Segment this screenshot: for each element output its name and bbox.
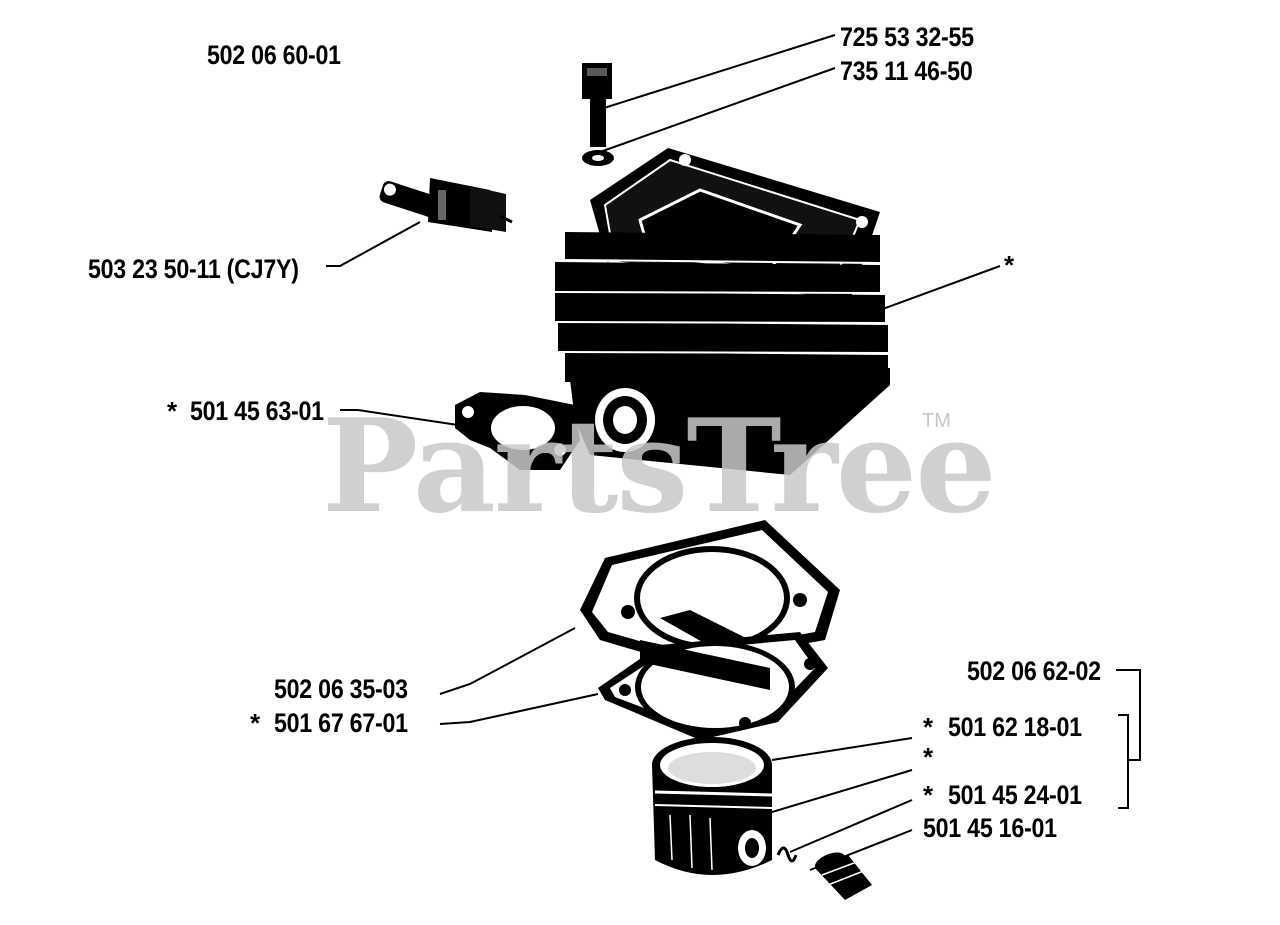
assembly-number-label: 502 06 60-01 — [207, 40, 341, 70]
spark-plug-part — [379, 178, 513, 232]
intake-gasket-part — [455, 392, 580, 470]
pin-retainer-asterisk: * — [923, 780, 934, 810]
watermark-trademark: TM — [922, 410, 951, 432]
cylinder-part — [554, 148, 890, 475]
piston-pin-part — [814, 852, 872, 900]
leader-lines — [326, 34, 1141, 871]
pin-retainer-part — [776, 846, 798, 863]
washer-part — [582, 150, 614, 166]
upper-gasket-part-number: 502 06 35-03 — [274, 674, 408, 704]
washer-part-number: 735 11 46-50 — [840, 56, 973, 86]
pin-retainer-part-number: 501 45 24-01 — [948, 780, 1082, 810]
piston-ring-asterisk: * — [923, 712, 934, 742]
lower-gasket-part-number: 501 67 67-01 — [274, 708, 408, 738]
piston-pin-part-number: 501 45 16-01 — [923, 813, 1057, 843]
intake-gasket-part-number: 501 45 63-01 — [190, 396, 324, 426]
lower-gasket-part — [598, 632, 828, 740]
watermark-logo: PartsTree — [322, 392, 997, 542]
watermark-text: PartsTree — [322, 392, 997, 542]
piston-asterisk: * — [923, 742, 934, 772]
piston-kit-part-number: 502 06 62-02 — [967, 656, 1101, 686]
piston-ring-part-number: 501 62 18-01 — [948, 712, 1082, 742]
piston-part — [652, 737, 773, 875]
lower-gasket-asterisk: * — [250, 708, 261, 738]
upper-gasket-part — [580, 520, 840, 665]
intake-gasket-asterisk: * — [167, 396, 178, 426]
bolt-part-number: 725 53 32-55 — [840, 22, 974, 52]
bolt-part — [582, 63, 612, 147]
spark-plug-part-number: 503 23 50-11 (CJ7Y) — [88, 254, 299, 284]
cylinder-asterisk: * — [1004, 250, 1015, 280]
